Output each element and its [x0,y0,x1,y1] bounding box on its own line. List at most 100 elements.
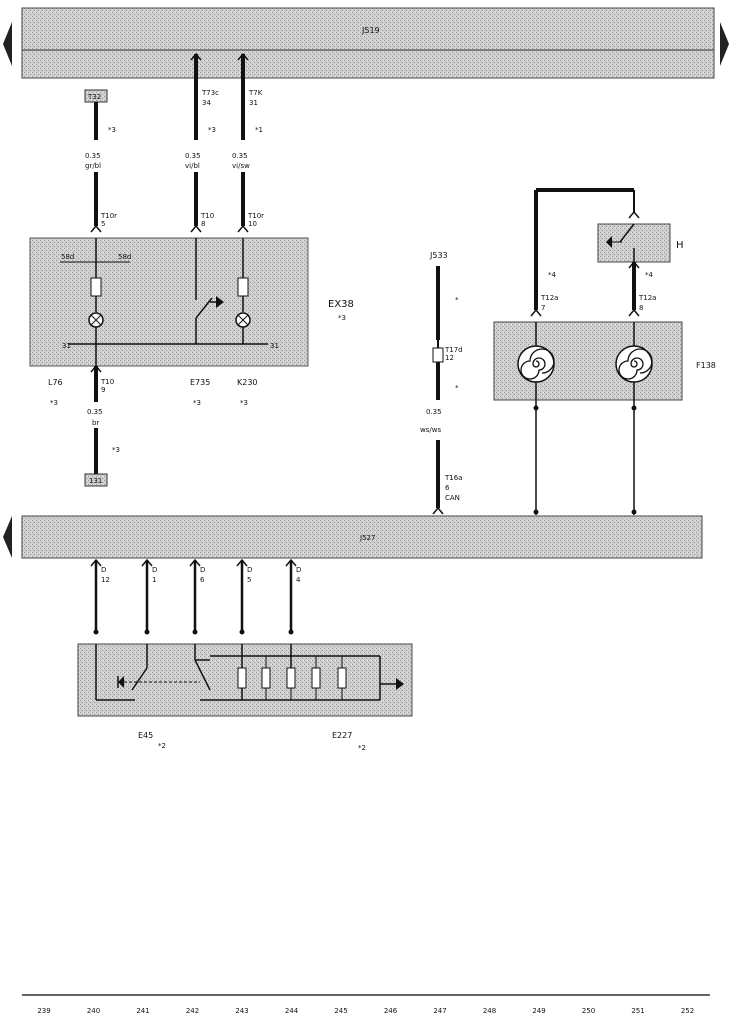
comp-e227-note: *2 [358,744,366,752]
switch-e735-note: *3 [193,399,201,407]
footer-number: 241 [136,1007,149,1015]
bottom-bus: J527 [21,515,703,559]
top-bus-label: J519 [361,26,380,35]
wire-ground: T10 9 0.35 br *3 131 [84,364,120,487]
pin-a-num: 5 [101,220,105,228]
lamp-l76-note: *3 [50,399,58,407]
bottom-wires: D 12 D 1 D 6 D 5 D 4 [90,558,301,635]
bottom-pin-3-conn: D [200,566,205,574]
footer-number: 248 [483,1007,496,1015]
j533-label: J533 [429,251,448,260]
f138-pin-b-conn: T12a [638,294,656,302]
pin-p1-num: 34 [202,99,211,107]
f138-pin-b: 8 [639,304,643,312]
clock-spring-b-icon [615,345,653,383]
ground-131-label: 131 [89,477,102,485]
wire-left-3: T7K 31 *1 0.35 vi/sw T10r 10 [232,52,264,233]
wire-3-color: vi/sw [232,162,250,170]
wire-2-color: vi/bl [185,162,200,170]
inner-58d-left: 58d [61,253,74,261]
switch-e735-label: E735 [190,378,210,387]
pin-b-conn: T10 [200,212,214,220]
ground-31-left: 31 [62,342,71,350]
below-conn: T10 [100,378,114,386]
note-2: *3 [208,126,216,134]
below-size: 0.35 [87,408,103,416]
pin-c-conn: T10r [247,212,264,220]
arrow-right-icon [396,678,404,690]
wire-left-2: T73c 34 *3 0.35 vi/bl T10 8 [185,52,219,233]
pin-p2-conn: T7K [248,89,263,97]
clock-spring-a-icon [517,345,555,383]
pin-a-conn: T10r [100,212,117,220]
footer-number: 240 [87,1007,100,1015]
j533-lower-pin2: CAN [445,494,460,502]
switch-e45-icon [131,667,148,691]
wire-2-size: 0.35 [185,152,201,160]
bottom-pin-5-conn: D [296,566,301,574]
nav-left-top-arrow[interactable] [3,22,12,66]
nav-right-top-arrow[interactable] [720,22,729,66]
f138-pin-a: 7 [541,304,545,312]
inner-58d-right: 58d [118,253,131,261]
pin-p2-num: 31 [249,99,258,107]
lamp-k230-note: *3 [240,399,248,407]
pin-p1-conn: T73c [201,89,219,97]
bottom-pin-1: 12 [101,576,110,584]
bottom-wire-1: D 12 [90,558,110,635]
footer-number: 246 [384,1007,398,1015]
bottom-pin-4-conn: D [247,566,252,574]
switch-e735-icon [195,297,213,319]
wire-3-size: 0.35 [232,152,248,160]
footer-number: 245 [334,1007,347,1015]
footer-number: 242 [186,1007,199,1015]
bottom-bus-label: J527 [359,534,375,542]
lamp-l76-label: L76 [48,378,63,387]
wire-1-size: 0.35 [85,152,101,160]
comp-e45-note: *2 [158,742,166,750]
footer-number: 243 [235,1007,248,1015]
j533-wire-color: ws/ws [420,426,441,434]
f138-section: H *4 *4 T12a 7 T12a 8 [493,188,684,515]
module-ex38-label: EX38 [328,299,354,310]
j533-lower-conn: T16a [444,474,462,482]
j533-conn: T17d [444,346,463,354]
bottom-wire-5: D 4 [285,558,301,635]
j533-note: * [455,296,459,304]
module-f138-label: F138 [696,361,716,370]
j533-pin: 12 [445,354,454,362]
top-bus: J519 [21,7,715,79]
bottom-pin-2-conn: D [152,566,157,574]
footer-number: 250 [582,1007,595,1015]
f138-note-a: *4 [548,271,557,279]
bottom-wire-2: D 1 [141,558,157,635]
footer-number: 247 [433,1007,446,1015]
footer-number: 251 [631,1007,644,1015]
footer-number: 249 [532,1007,545,1015]
below-color: br [92,419,99,427]
nav-left-bottom-arrow[interactable] [3,516,12,558]
j533-wire-size: 0.35 [426,408,442,416]
comp-e227-label: E227 [332,731,352,740]
comp-e45-label: E45 [138,731,153,740]
footer-number: 239 [37,1007,50,1015]
bottom-pin-5: 4 [296,576,301,584]
module-e45-e227 [77,643,413,717]
pin-b-num: 8 [201,220,205,228]
note-1: *3 [108,126,116,134]
pin-c-num: 10 [248,220,257,228]
bottom-pin-4: 5 [247,576,251,584]
connector-t32-label: T32 [87,93,101,101]
wire-left-1: T32 *3 0.35 gr/bl T10r 5 [84,89,117,233]
note-3: *1 [255,126,263,134]
module-ex38: 58d 58d 31 31 [29,237,309,367]
below-note: *3 [112,446,120,454]
switch-h-label: H [676,240,684,251]
switch-h-icon [619,223,635,243]
bottom-wire-4: D 5 [236,558,252,635]
j533-note-2: * [455,384,459,392]
ground-31-right: 31 [270,342,279,350]
module-ex38-note: *3 [338,314,346,322]
